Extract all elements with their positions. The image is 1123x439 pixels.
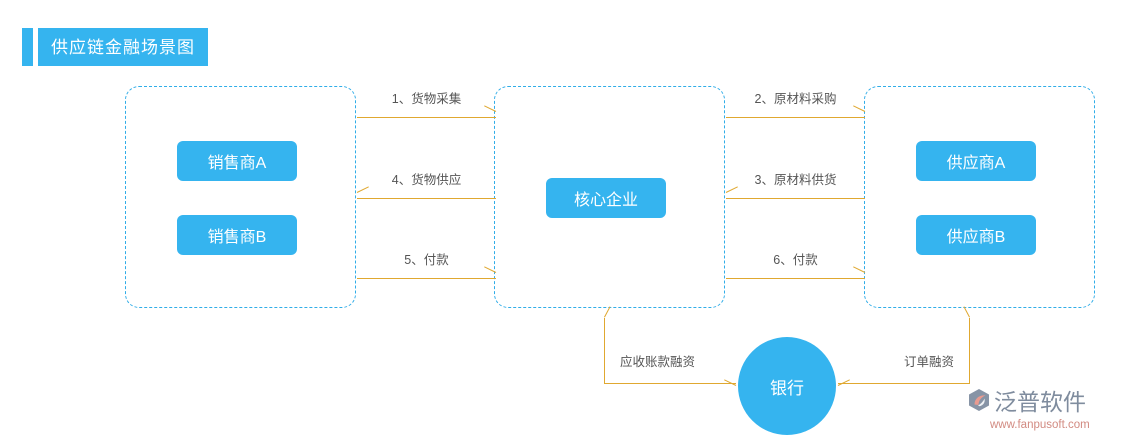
elbow-vertical-segment	[969, 318, 970, 384]
flow-payment-sellers: 5、付款	[357, 249, 497, 295]
flow-payment-suppliers-label: 6、付款	[773, 253, 818, 267]
flow-raw-material-supply: 3、原材料供货	[725, 169, 865, 215]
node-supplier-b-label: 供应商B	[946, 229, 1006, 246]
logo-row: 泛普软件	[968, 388, 1086, 417]
node-seller-b[interactable]: 销售商B	[177, 215, 297, 255]
node-supplier-a-label: 供应商A	[946, 155, 1006, 172]
flow-line	[357, 117, 496, 118]
flow-line	[726, 198, 865, 199]
flow-goods-collection: 1、货物采集	[357, 88, 497, 134]
flow-raw-material-supply-label: 3、原材料供货	[754, 173, 837, 187]
flow-line	[357, 278, 496, 279]
title-banner: 供应链金融场景图	[38, 28, 208, 66]
page-title: 供应链金融场景图	[51, 37, 195, 57]
flow-line	[726, 278, 865, 279]
flow-goods-supply-label: 4、货物供应	[391, 173, 462, 187]
node-core-enterprise[interactable]: 核心企业	[546, 178, 666, 218]
flow-receivables-financing: 应收账款融资	[604, 306, 737, 386]
node-core-enterprise-label: 核心企业	[573, 192, 638, 209]
node-supplier-b[interactable]: 供应商B	[916, 215, 1036, 255]
sellers-group-container	[125, 86, 356, 308]
elbow-horizontal-segment	[838, 383, 970, 384]
node-supplier-a[interactable]: 供应商A	[916, 141, 1036, 181]
brand-name: 泛普软件	[994, 389, 1086, 415]
flow-goods-supply: 4、货物供应	[356, 169, 496, 215]
fanpu-logo-icon	[968, 388, 990, 417]
node-seller-b-label: 销售商B	[207, 229, 267, 246]
flow-order-financing-label: 订单融资	[903, 355, 954, 369]
flow-order-financing: 订单融资	[837, 306, 970, 386]
elbow-vertical-segment	[604, 318, 605, 384]
watermark-logo: 泛普软件 www.fanpusoft.com	[968, 388, 1118, 434]
flow-payment-sellers-label: 5、付款	[404, 253, 449, 267]
flow-raw-material-purchase: 2、原材料采购	[726, 88, 866, 134]
flow-receivables-financing-label: 应收账款融资	[620, 355, 696, 369]
node-bank[interactable]: 银行	[738, 337, 836, 435]
node-seller-a[interactable]: 销售商A	[177, 141, 297, 181]
flow-line	[726, 117, 865, 118]
brand-url: www.fanpusoft.com	[990, 419, 1090, 431]
node-bank-label: 银行	[770, 378, 804, 398]
elbow-horizontal-segment	[604, 383, 736, 384]
title-accent-bar	[22, 28, 33, 66]
arrow-head-up-icon	[963, 306, 970, 318]
arrow-head-up-icon	[604, 306, 611, 318]
flow-line	[357, 198, 496, 199]
flow-goods-collection-label: 1、货物采集	[391, 92, 462, 106]
suppliers-group-container	[864, 86, 1095, 308]
node-seller-a-label: 销售商A	[207, 155, 267, 172]
flow-payment-suppliers: 6、付款	[726, 249, 866, 295]
flow-raw-material-purchase-label: 2、原材料采购	[754, 92, 837, 106]
